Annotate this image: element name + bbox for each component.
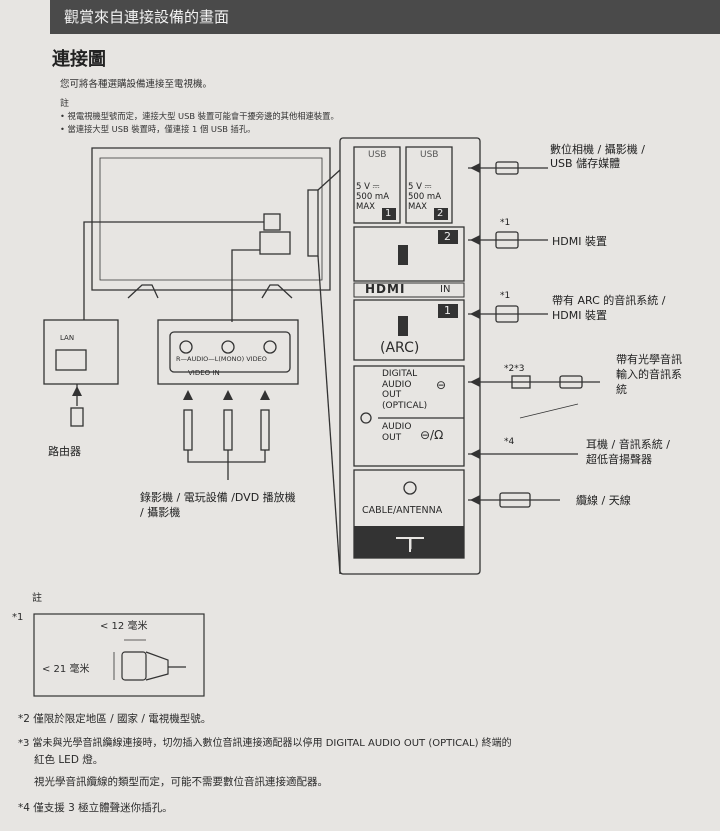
usb-plug (495, 161, 519, 175)
tv-connector-block (259, 231, 291, 255)
footnote-2: *2 僅限於限定地區 / 國家 / 電視機型號。 (18, 713, 212, 725)
optical-device-label: 帶有光學音訊 輸入的音訊系 統 (616, 353, 682, 396)
usb1-spec: 5 V ⎓ 500 mA MAX (356, 182, 390, 212)
intro-text: 您可將各種選購設備連接至電視機。 (60, 79, 213, 90)
video-jack (263, 340, 277, 354)
hdmi2-number: 2 (444, 230, 451, 243)
dimension-height: < 21 毫米 (42, 664, 90, 675)
note-dimension-box (33, 613, 205, 697)
panel-lead-top (317, 169, 341, 191)
tv-connector-top (263, 213, 281, 231)
hdmi-logo: HDMI (365, 282, 406, 296)
footnote-3-line2: 紅色 LED 燈。 (34, 754, 104, 766)
tv-inner-outline (99, 157, 323, 281)
arc-device-label: 帶有 ARC 的音訊系統 / HDMI 裝置 (552, 294, 666, 322)
rca-plug-r (183, 409, 193, 451)
tv-port-panel (339, 137, 481, 575)
antenna-icon: ⊤ (404, 534, 418, 553)
rca-plug-l (223, 409, 233, 451)
hdmi-device-mark: *1 (500, 218, 511, 228)
lan-wire (83, 221, 264, 320)
page-title: 連接圖 (52, 49, 106, 70)
optical-adapter (511, 375, 531, 389)
audio-r-jack (179, 340, 193, 354)
usb2-label: USB (420, 150, 439, 160)
usb2-number: 2 (437, 208, 444, 219)
note-label: 註 (60, 99, 70, 109)
cable-antenna-label: CABLE/ANTENNA (362, 505, 443, 516)
antenna-plug (499, 492, 531, 508)
arc-label: (ARC) (380, 340, 420, 356)
usb1-port-box (353, 146, 401, 224)
note-mark-1: *1 (12, 612, 24, 623)
hdmi2-port-box (353, 226, 465, 282)
footnote-3-line1: *3 當未與光學音訊纜線連接時，切勿插入數位音訊連接適配器以停用 DIGITAL… (18, 738, 512, 749)
optical-out-icon: ⊖ (436, 378, 447, 392)
av-input-box (157, 319, 299, 385)
hdmi-plug (495, 231, 519, 249)
lan-jack (55, 349, 87, 371)
hdmi-plug-outline (121, 651, 147, 681)
hdmi-device-label: HDMI 裝置 (552, 235, 607, 248)
router-label: 路由器 (48, 445, 81, 458)
usb1-number: 1 (385, 208, 392, 219)
video-in-label: VIDEO IN (188, 369, 220, 377)
tv-foot-left (127, 284, 159, 299)
footnote-4: *4 僅支援 3 極立體聲迷你插孔。 (18, 802, 173, 814)
notes-label: 註 (32, 593, 42, 604)
av-wire (231, 249, 260, 322)
tv-side-connector (307, 189, 319, 257)
optical-device-mark: *2*3 (504, 364, 525, 374)
headphone-icon: ⊖/Ω (420, 428, 444, 442)
audio-jack-symbol (360, 412, 372, 424)
arc-device-mark: *1 (500, 291, 511, 301)
rca-plug-video (260, 409, 270, 451)
lan-label: LAN (60, 334, 75, 342)
hdmi1-port-box (353, 299, 465, 361)
router-plug (70, 407, 84, 427)
audio-l-jack (221, 340, 235, 354)
usb2-port-box (405, 146, 453, 224)
headphone-device-label: 耳機 / 音訊系統 / 超低音揚聲器 (586, 438, 670, 466)
tv-foot-right (261, 284, 293, 299)
arc-plug (495, 305, 519, 323)
digital-audio-label: DIGITAL AUDIO OUT (OPTICAL) (382, 369, 428, 411)
note-bullet-2: • 當連接大型 USB 裝置時，僅連接 1 個 USB 插孔。 (60, 124, 256, 134)
usb-device-label: 數位相機 / 攝影機 / USB 儲存媒體 (550, 143, 645, 170)
rca-cable (187, 450, 266, 463)
usb1-label: USB (368, 150, 387, 160)
panel-lead-bottom (317, 255, 341, 575)
tv-body-outline (91, 147, 331, 291)
headphone-device-mark: *4 (504, 437, 515, 447)
lan-port-box (43, 319, 119, 385)
hdmi-in-label: IN (440, 284, 451, 295)
audio-out-label: AUDIO OUT (382, 422, 412, 443)
optical-plug (559, 375, 583, 389)
hdmi1-number: 1 (444, 304, 451, 317)
antenna-jack (403, 481, 417, 495)
footnote-3-line3: 視光學音訊纜線的類型而定，可能不需要數位音訊連接適配器。 (34, 776, 328, 788)
cable-device-label: 纜線 / 天線 (576, 494, 631, 507)
usb2-spec: 5 V ⎓ 500 mA MAX (408, 182, 442, 212)
audio-port-box (353, 365, 465, 467)
av-device-label: 錄影機 / 電玩設備 /DVD 播放機 / 攝影機 (140, 491, 296, 519)
note-bullet-1: • 視電視機型號而定，連接大型 USB 裝置可能會干擾旁邊的其他相連裝置。 (60, 111, 339, 121)
audio-video-label: R—AUDIO—L(MONO) VIDEO (176, 355, 267, 363)
dimension-width: < 12 毫米 (100, 621, 148, 632)
av-input-panel (169, 331, 291, 373)
section-header: 觀賞來自連接設備的畫面 (50, 0, 720, 34)
